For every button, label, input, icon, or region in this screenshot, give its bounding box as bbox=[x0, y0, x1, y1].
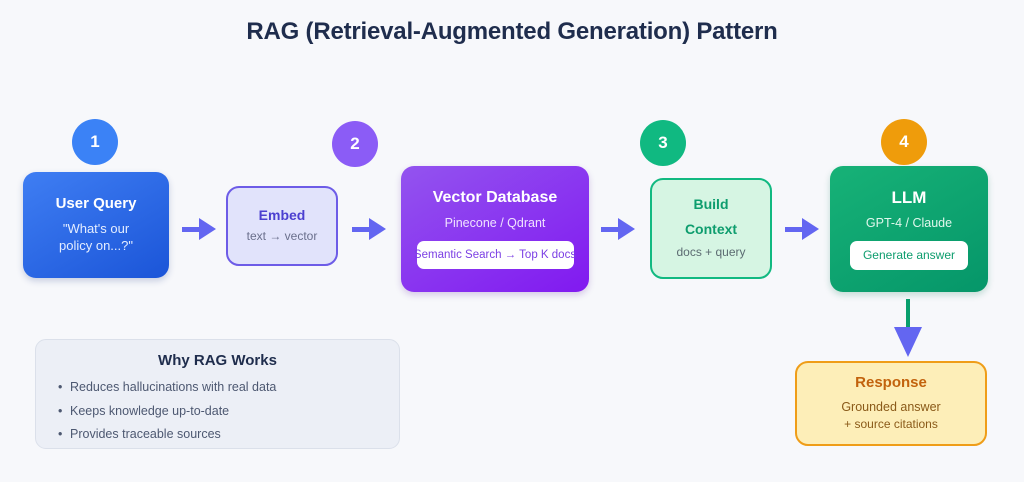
arrow-build-context-to-llm bbox=[785, 218, 819, 240]
node-embed[interactable]: Embed text → vector bbox=[226, 186, 338, 266]
arrow-shaft bbox=[906, 299, 910, 327]
step-badge-4-number: 4 bbox=[899, 132, 909, 151]
node-vector-database[interactable]: Vector Database Pinecone / Qdrant Semant… bbox=[401, 166, 589, 292]
arrow-embed-to-vector-db bbox=[352, 218, 386, 240]
node-llm-title: LLM bbox=[891, 188, 927, 208]
arrow-shaft bbox=[785, 226, 802, 232]
generate-answer-pill[interactable]: Generate answer bbox=[850, 240, 968, 270]
step-badge-2-number: 2 bbox=[350, 134, 360, 153]
node-vector-database-title: Vector Database bbox=[432, 189, 558, 207]
step-badge-3-number: 3 bbox=[658, 133, 668, 152]
node-llm[interactable]: LLM GPT-4 / Claude Generate answer bbox=[830, 166, 988, 292]
arrow-head-icon bbox=[802, 218, 819, 240]
node-user-query-subtitle-line2: policy on...?" bbox=[59, 237, 133, 253]
why-rag-works-panel: Why RAG Works Reduces hallucinations wit… bbox=[35, 339, 400, 449]
node-build-context-title-line1: Build bbox=[693, 196, 729, 213]
step-badge-4: 4 bbox=[881, 119, 927, 165]
node-embed-title: Embed bbox=[258, 206, 306, 223]
step-badge-3: 3 bbox=[640, 120, 686, 166]
step-badge-1-number: 1 bbox=[90, 132, 100, 151]
node-llm-subtitle: GPT-4 / Claude bbox=[865, 216, 953, 231]
arrow-shaft bbox=[352, 226, 369, 232]
list-item: Provides traceable sources bbox=[58, 428, 377, 452]
arrow-query-to-embed bbox=[182, 218, 216, 240]
page-title: RAG (Retrieval-Augmented Generation) Pat… bbox=[246, 18, 778, 45]
node-build-context-subtitle: docs + query bbox=[676, 245, 746, 260]
arrow-head-icon bbox=[618, 218, 635, 240]
node-build-context-title-line2: Context bbox=[684, 220, 738, 237]
node-user-query-subtitle-line1: "What's our bbox=[62, 220, 130, 236]
list-item: Reduces hallucinations with real data bbox=[58, 381, 377, 405]
step-badge-1: 1 bbox=[72, 119, 118, 165]
semantic-search-pill[interactable]: Semantic Search → Top K docs bbox=[414, 240, 576, 269]
list-item: Keeps knowledge up-to-date bbox=[58, 404, 377, 429]
why-rag-works-bullet-list: Reduces hallucinations with real data Ke… bbox=[58, 381, 377, 452]
why-rag-works-title: Why RAG Works bbox=[158, 352, 277, 369]
arrow-head-icon bbox=[894, 327, 922, 357]
arrow-vector-db-to-build-context bbox=[601, 218, 635, 240]
arrow-head-icon bbox=[369, 218, 386, 240]
node-response[interactable]: Response Grounded answer + source citati… bbox=[795, 361, 987, 446]
arrow-llm-to-response bbox=[894, 299, 922, 357]
step-badge-2: 2 bbox=[332, 121, 378, 167]
node-response-subtitle-line2: + source citations bbox=[844, 417, 938, 432]
node-build-context[interactable]: Build Context docs + query bbox=[650, 178, 772, 279]
node-response-title: Response bbox=[855, 374, 927, 392]
node-user-query-title: User Query bbox=[55, 195, 137, 213]
node-vector-database-subtitle: Pinecone / Qdrant bbox=[444, 216, 546, 231]
arrow-shaft bbox=[601, 226, 618, 232]
node-user-query[interactable]: User Query "What's our policy on...?" bbox=[23, 172, 169, 278]
arrow-head-icon bbox=[199, 218, 216, 240]
node-embed-subtitle: text → vector bbox=[246, 229, 318, 244]
arrow-shaft bbox=[182, 226, 199, 232]
node-response-subtitle-line1: Grounded answer bbox=[841, 399, 941, 414]
